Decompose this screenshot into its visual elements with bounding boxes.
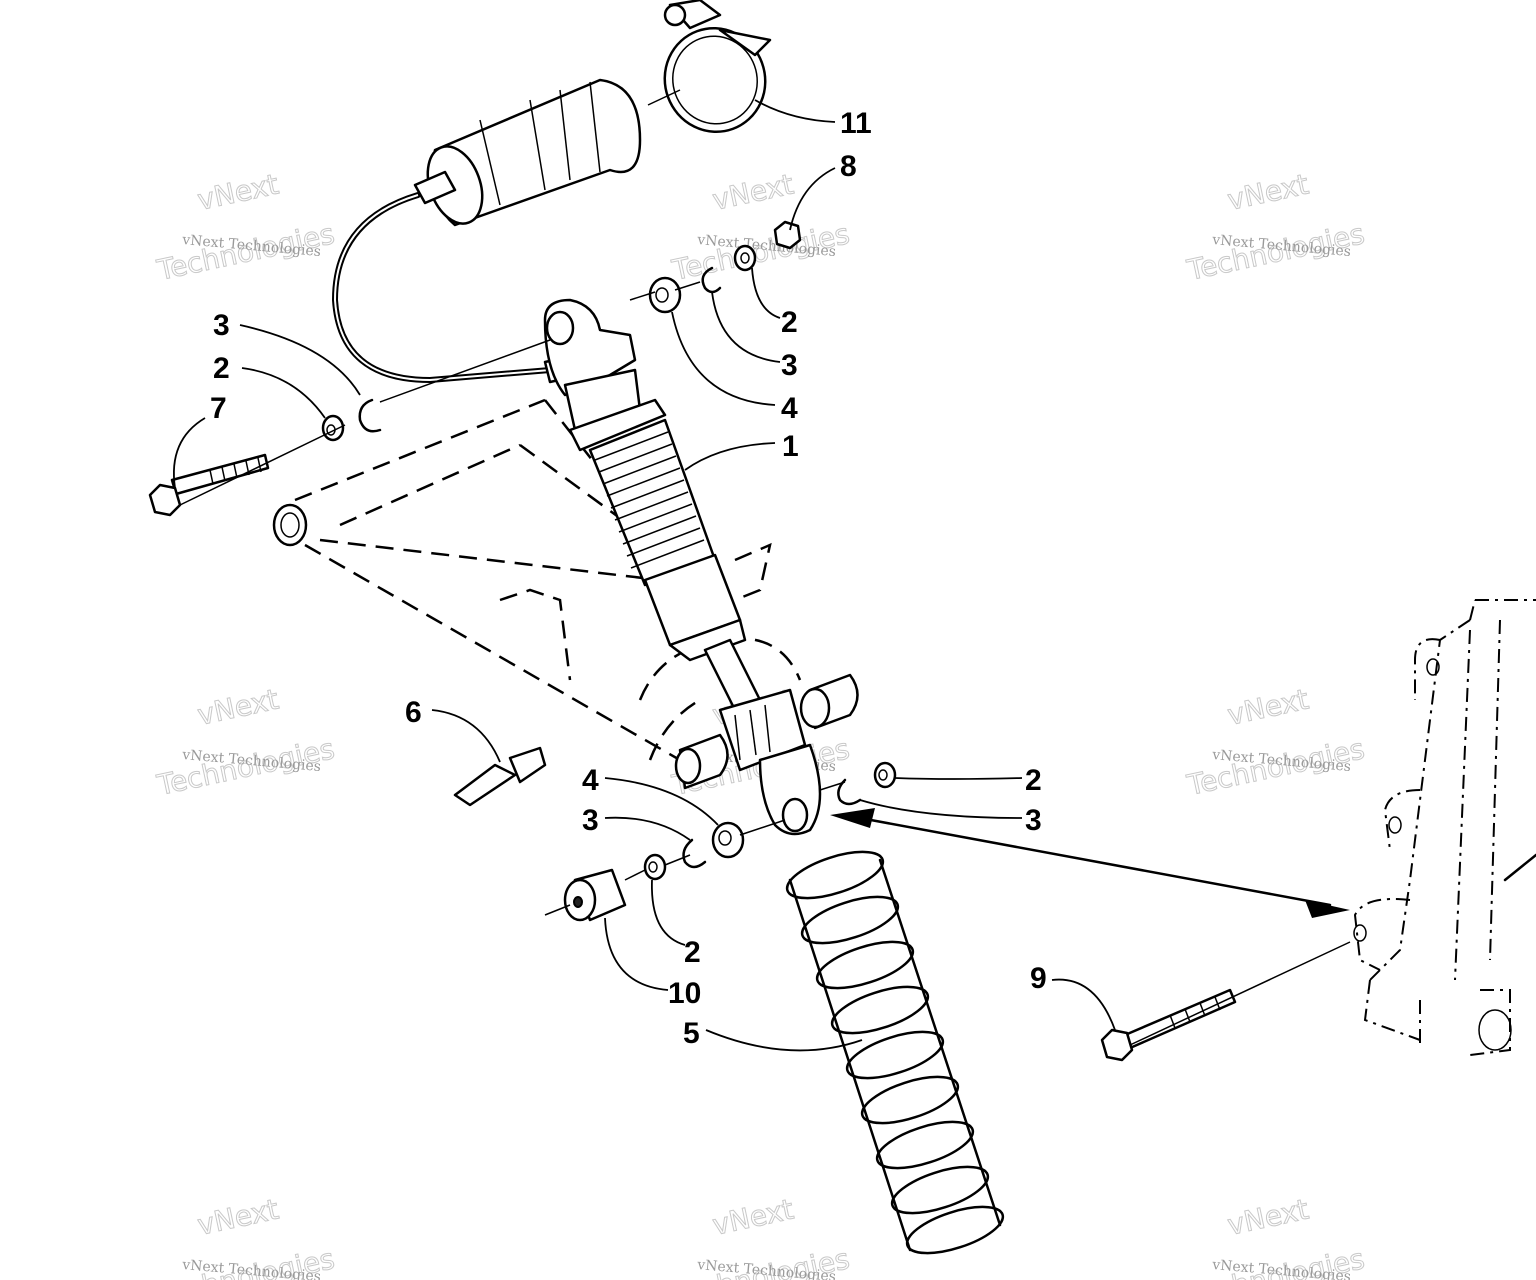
callout-4: 4: [781, 392, 798, 425]
explode-axis-lines: [179, 89, 1351, 1046]
callout-4: 4: [582, 764, 599, 797]
callout-2: 2: [1025, 764, 1042, 797]
watermark: vNext Technologies vNext Technologies: [668, 1192, 853, 1280]
svg-text:vNext: vNext: [1225, 1193, 1312, 1242]
watermark: vNext Technologies vNext Technologies: [1183, 1192, 1368, 1280]
callout-1: 1: [782, 430, 799, 463]
svg-text:vNext: vNext: [710, 168, 797, 217]
callout-2: 2: [684, 936, 701, 969]
watermark: vNext Technologies vNext Technologies: [153, 682, 338, 802]
callout-11: 11: [840, 107, 872, 140]
grease-fitting-6: [453, 746, 547, 807]
watermark: vNext Technologies vNext Technologies: [1183, 682, 1368, 802]
callout-9: 9: [1030, 962, 1047, 995]
spindle-knuckle: [1353, 599, 1536, 1056]
svg-text:vNext: vNext: [195, 168, 282, 217]
bolt-9: [1100, 988, 1237, 1062]
snap-ring-3-right: [837, 778, 862, 806]
svg-text:vNext: vNext: [195, 683, 282, 732]
bushing-4-lower: [711, 821, 745, 859]
svg-text:vNext: vNext: [710, 1193, 797, 1242]
spacer-10: [563, 868, 627, 922]
washer-2-lower: [643, 853, 667, 881]
watermark: vNext Technologies vNext Technologies: [153, 167, 338, 287]
washer-2-top: [733, 244, 757, 272]
watermark: vNext Technologies vNext Technologies: [668, 167, 853, 287]
callout-3: 3: [213, 309, 230, 342]
shock-absorber: [543, 298, 822, 836]
callout-labels: 11 8 2 3 4 1 3 2 7 6 4 3 2 3 2 10 5 9: [210, 107, 1047, 1050]
callout-10: 10: [668, 977, 701, 1010]
callout-3: 3: [582, 804, 599, 837]
shock-reservoir: [413, 78, 642, 227]
callout-6: 6: [405, 696, 422, 729]
hose-clamp: [663, 0, 772, 134]
snap-ring-3-lower: [682, 838, 707, 869]
leader-lines: [173, 99, 1116, 1052]
washer-2-right: [873, 761, 897, 789]
svg-text:vNext: vNext: [1225, 683, 1312, 732]
bushing-4-top: [648, 276, 682, 314]
callout-7: 7: [210, 392, 227, 425]
svg-text:vNext: vNext: [195, 1193, 282, 1242]
snap-ring-3-left: [358, 398, 382, 433]
watermark: vNext Technologies vNext Technologies: [153, 1192, 338, 1280]
svg-text:vNext: vNext: [1225, 168, 1312, 217]
bolt-7: [148, 453, 270, 517]
coil-spring: [785, 850, 1005, 1255]
watermark: vNext Technologies vNext Technologies: [1183, 167, 1368, 287]
callout-8: 8: [840, 150, 857, 183]
snap-ring-3-top: [701, 266, 722, 294]
a-arm-frame: [272, 398, 859, 790]
callout-5: 5: [683, 1017, 700, 1050]
callout-2: 2: [213, 352, 230, 385]
callout-3: 3: [781, 349, 798, 382]
nut-8: [773, 220, 802, 250]
mounting-arrow: [830, 808, 1350, 918]
callout-3: 3: [1025, 804, 1042, 837]
callout-2: 2: [781, 306, 798, 339]
